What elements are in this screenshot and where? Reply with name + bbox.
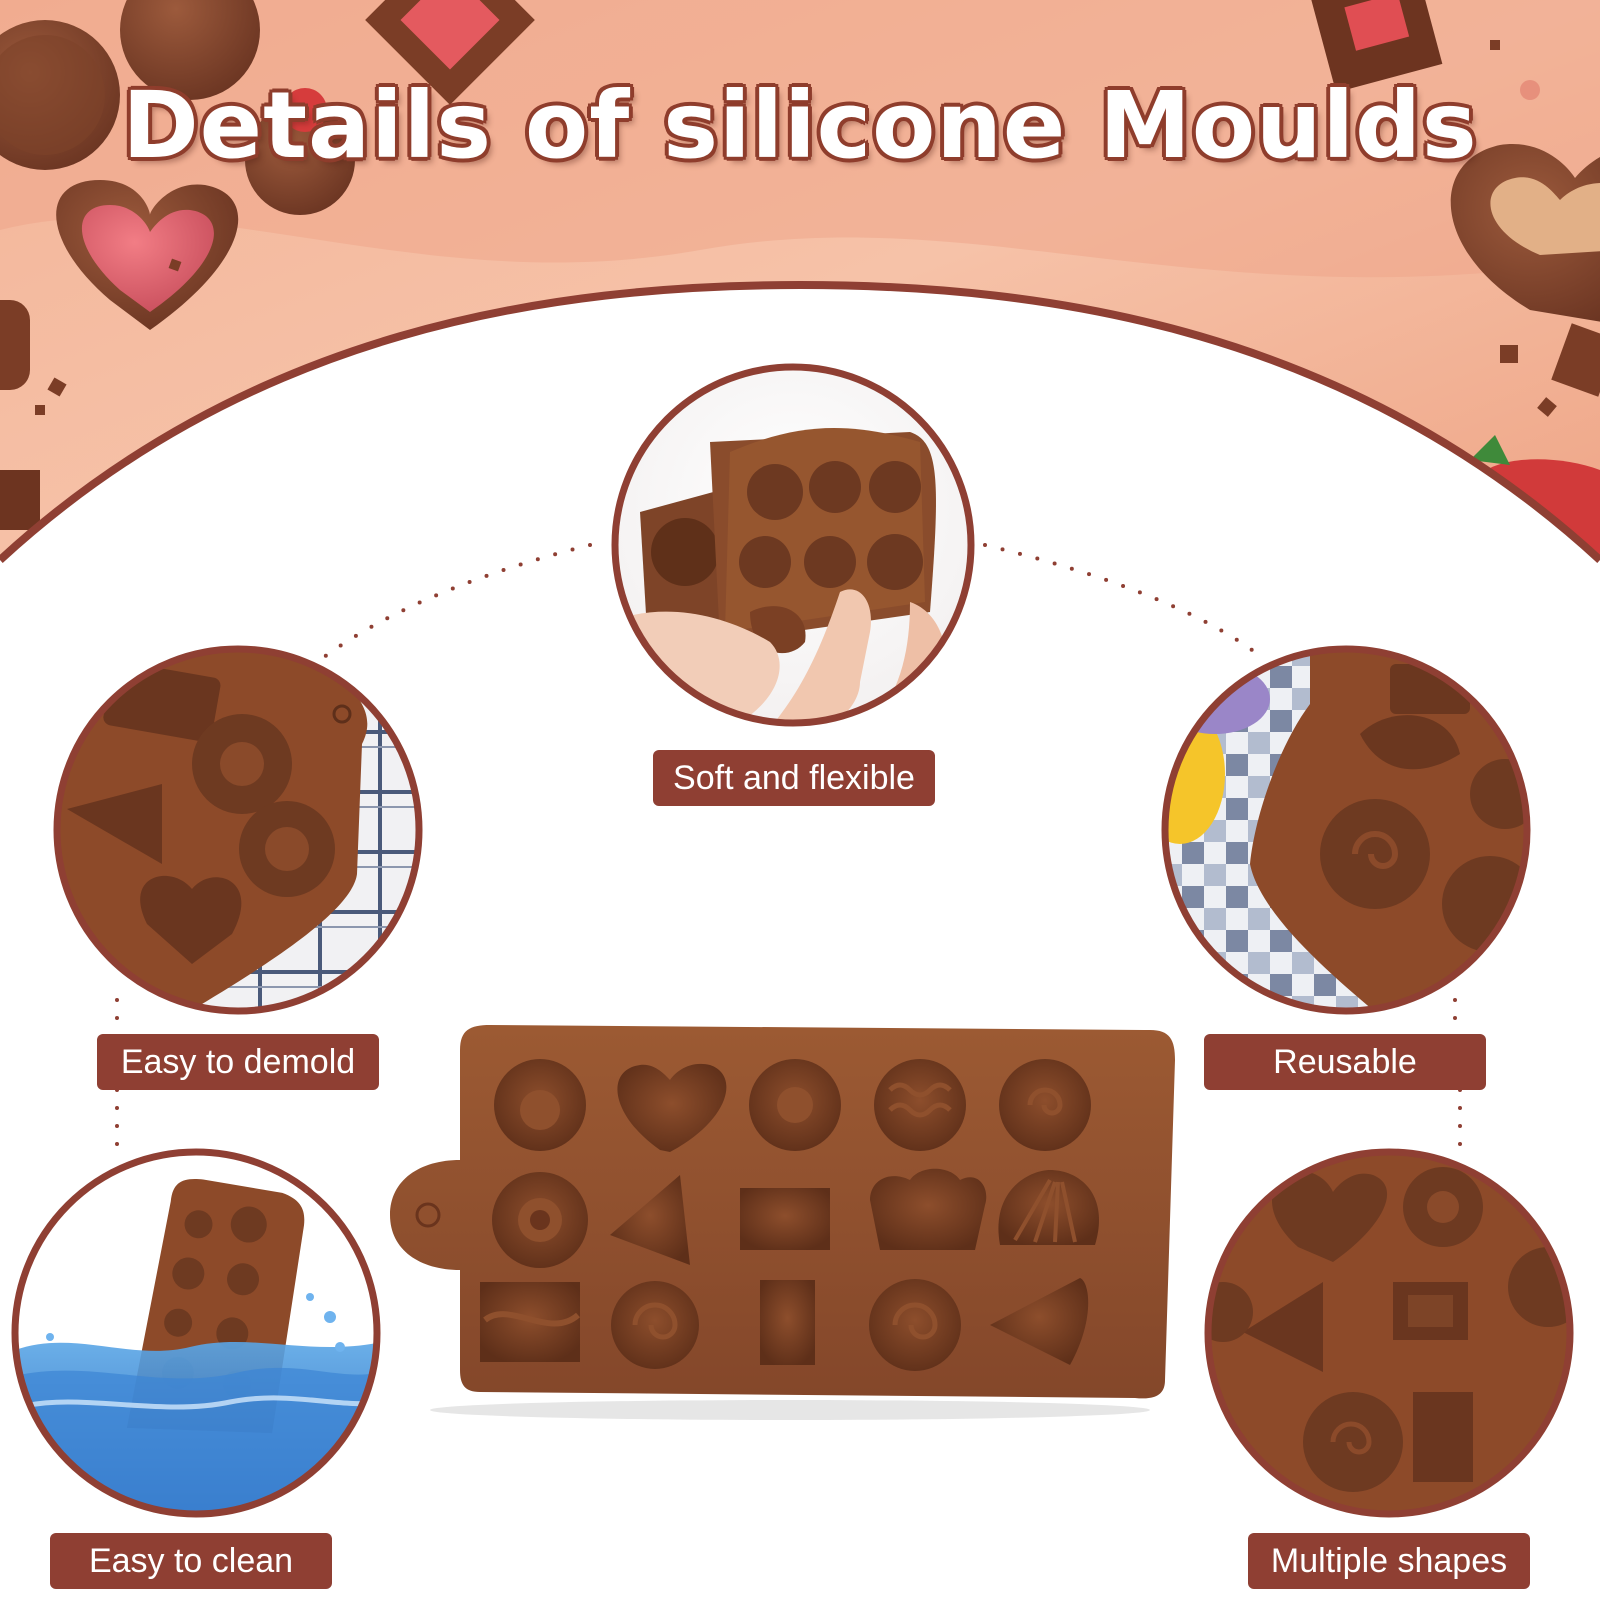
easy-clean-photo	[11, 1148, 381, 1518]
heart-chocolate-icon	[56, 180, 239, 330]
reusable-photo	[1161, 645, 1531, 1015]
soft-flexible-photo	[611, 363, 975, 727]
heart-chocolate-icon	[1450, 144, 1600, 322]
feature-label-easy-clean: Easy to clean	[50, 1533, 332, 1589]
feature-label-easy-demold: Easy to demold	[97, 1034, 379, 1090]
checkered-cloth-icon	[57, 649, 419, 1011]
feature-label-soft-flexible: Soft and flexible	[653, 750, 935, 806]
round-chocolate-icon	[0, 20, 120, 170]
chocolate-mould-tray	[390, 1025, 1175, 1420]
multiple-shapes-photo	[1204, 1148, 1574, 1518]
water-splash-icon	[15, 1293, 377, 1514]
feature-label-reusable: Reusable	[1204, 1034, 1486, 1090]
feature-label-multiple-shapes: Multiple shapes	[1248, 1533, 1530, 1589]
chocolate-banner-background	[0, 0, 1600, 620]
easy-demold-photo	[53, 645, 423, 1015]
page-title: Details of silicone Moulds	[122, 72, 1478, 179]
